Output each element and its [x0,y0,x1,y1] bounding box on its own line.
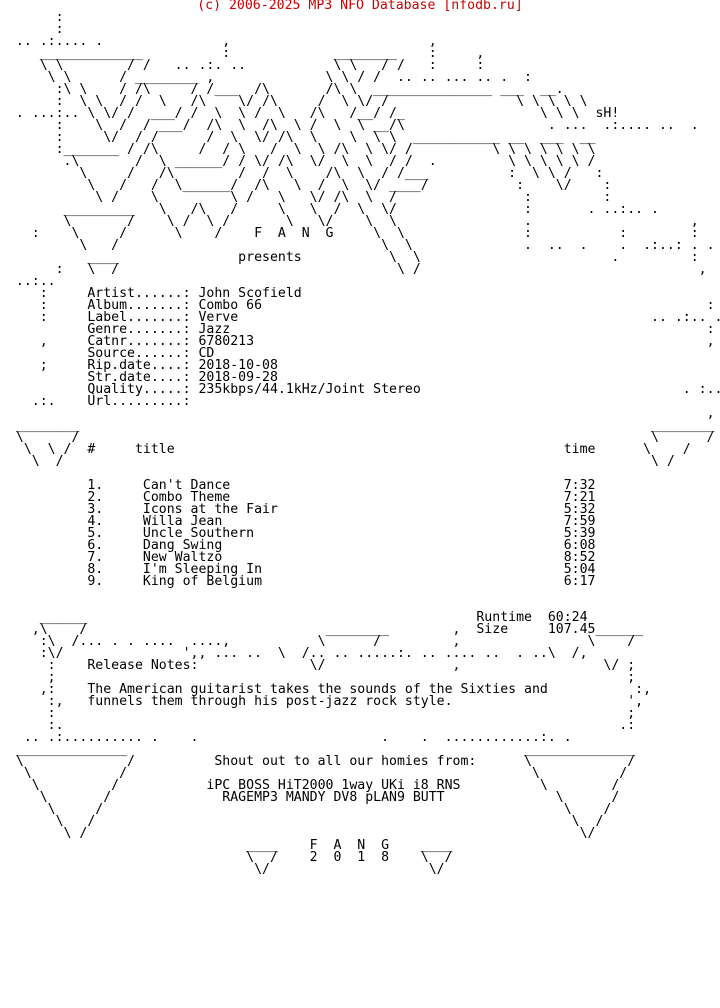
nfo-line: \ / \ / [0,454,675,469]
nfo-line: \ / \ \ / \ \/ /\ \ / : : [0,190,612,205]
nfo-line: , [0,406,715,421]
nfo-line: :\ /... . . .... ...., \ / , \ / [0,634,636,649]
nfo-line: : \ / / ___/ /\ \ /\ \ / \ \ __/\ . ... … [0,118,699,133]
nfo-line: \ / \/ [0,826,596,841]
nfo-line: 1. Can't Dance 7:32 [0,478,596,493]
nfo-line: \ / iPC BOSS HiT2000 1way UKi i8 RNS \ / [0,778,620,793]
nfo-line: :\ \ / /\ / /___ /\ /\ \ _______________… [0,82,564,97]
nfo-line: _____________ : ________ : , [0,46,485,61]
nfo-line: : [0,10,64,25]
nfo-line: .:. Url.........: [0,394,191,409]
nfo-line: 8. I'm Sleeping In 5:04 [0,562,596,577]
nfo-line: \ / \ / [0,814,604,829]
nfo-line: \ \ / # title time \ / [0,442,691,457]
nfo-line: ________ ________ [0,418,715,433]
nfo-line: : \ \ / / \ /\ \/ /\ / \ \/ / \ \ \ \ \ [0,94,588,109]
nfo-line: :. .: [0,718,636,733]
nfo-line: : [0,22,64,37]
nfo-line: ______ Runtime 60:24 [0,610,588,625]
copyright-header: (c) 2006-2025 MP3 NFO Database [nfodb.ru… [197,0,523,13]
nfo-line: \ / \ / [0,802,612,817]
nfo-line: \ / \ \ . .. . . .:..: . . [0,238,715,253]
nfo-line: : Label.......: Verve .. .:.. . [0,310,720,325]
nfo-line: .\ / \ ______/ / \/ /\ \/ \ \ / / . \ \ … [0,154,596,169]
nfo-line: \ / RAGEMP3 MANDY DV8 pLAN9 BUTT \ / [0,790,620,805]
nfo-line: \/ \/ [0,862,445,877]
nfo-line: \ / /\ / / \ /\ \ / /___ : \ \ / : [0,166,604,181]
nfo-line: :_______ / /\ / / \ / \ \ /\ \ \/ / \ \ … [0,142,596,157]
nfo-line: Source......: CD [0,346,215,361]
nfo-line: : Album.......: Combo 66 : [0,298,715,313]
nfo-line: :, funnels them through his post-jazz ro… [0,694,644,709]
nfo-line: 2. Combo Theme 7:21 [0,490,596,505]
nfo-line: : Release Notes: \/ , \/ ; [0,658,636,673]
nfo-line: 3. Icons at the Fair 5:32 [0,502,596,517]
nfo-line: : \ / \ / F A N G \ \ : : : [0,226,699,241]
nfo-line: \ / \ / \ / \ \/ \ \ . , [0,214,699,229]
nfo-line: \ / 2 0 1 8 \ / [0,850,453,865]
nfo-line: \ / \ / [0,430,715,445]
nfo-line: ____ presents \ \ . : [0,250,699,265]
nfo-line: : \/ / / / \ \/ /\ \ \ \ \ ___________ _… [0,130,596,145]
nfo-line: 6. Dang Swing 6:08 [0,538,596,553]
nfo-line: \ / Shout out to all our homies from: \ … [0,754,636,769]
nfo-line: , Catnr.......: 6780213 , [0,334,715,349]
nfo-line: 4. Willa Jean 7:59 [0,514,596,529]
nfo-line: .. .:.... . , , [0,34,437,49]
nfo-line: .. .:.......... . . . . ............:. . [0,730,572,745]
nfo-line: Str.date....: 2018-09-28 [0,370,278,385]
nfo-line: 5. Uncle Southern 5:39 [0,526,596,541]
nfo-line: \ \ / / .. .:. .. \ \ / / : : [0,58,485,73]
nfo-line: ____ F A N G ____ [0,838,453,853]
nfo-line: ,\ / ________ , Size 107.45______ [0,622,644,637]
nfo-line: : Artist......: John Scofield [0,286,302,301]
nfo-line: _________ \ /\ / \ \ / \ \/ : . ..:.. . [0,202,659,217]
nfo-line: ; Rip.date....: 2018-10-08 [0,358,278,373]
nfo-line: . ...:.. \ \/ / ___/ / \ \ / \ /\ /__/ /… [0,106,620,121]
nfo-line: 7. New Waltzo 8:52 [0,550,596,565]
nfo-line: ; ; [0,670,636,685]
nfo-line: Genre.......: Jazz : [0,322,715,337]
nfo-line: \ / \ / [0,766,628,781]
nfo-line: \ / / \______/ /\ \ / \ \/ ____/ : \/ : [0,178,612,193]
nfo-line: ______________ ______________ [0,742,636,757]
nfo-line: ..:.. [0,274,56,289]
nfo-line: ,: The American guitarist takes the soun… [0,682,652,697]
nfo-line: :\/ ',, ... .. \ /.. .. .....:. .. .... … [0,646,588,661]
nfo-line: : ; [0,706,636,721]
nfo-line: \ \ / ________ , \ \ / / .. .. ... .. . … [0,70,532,85]
nfo-line: 9. King of Belgium 6:17 [0,574,596,589]
nfo-line: Quality.....: 235kbps/44.1kHz/Joint Ster… [0,382,720,397]
nfo-line: : \ / \ / , [0,262,707,277]
